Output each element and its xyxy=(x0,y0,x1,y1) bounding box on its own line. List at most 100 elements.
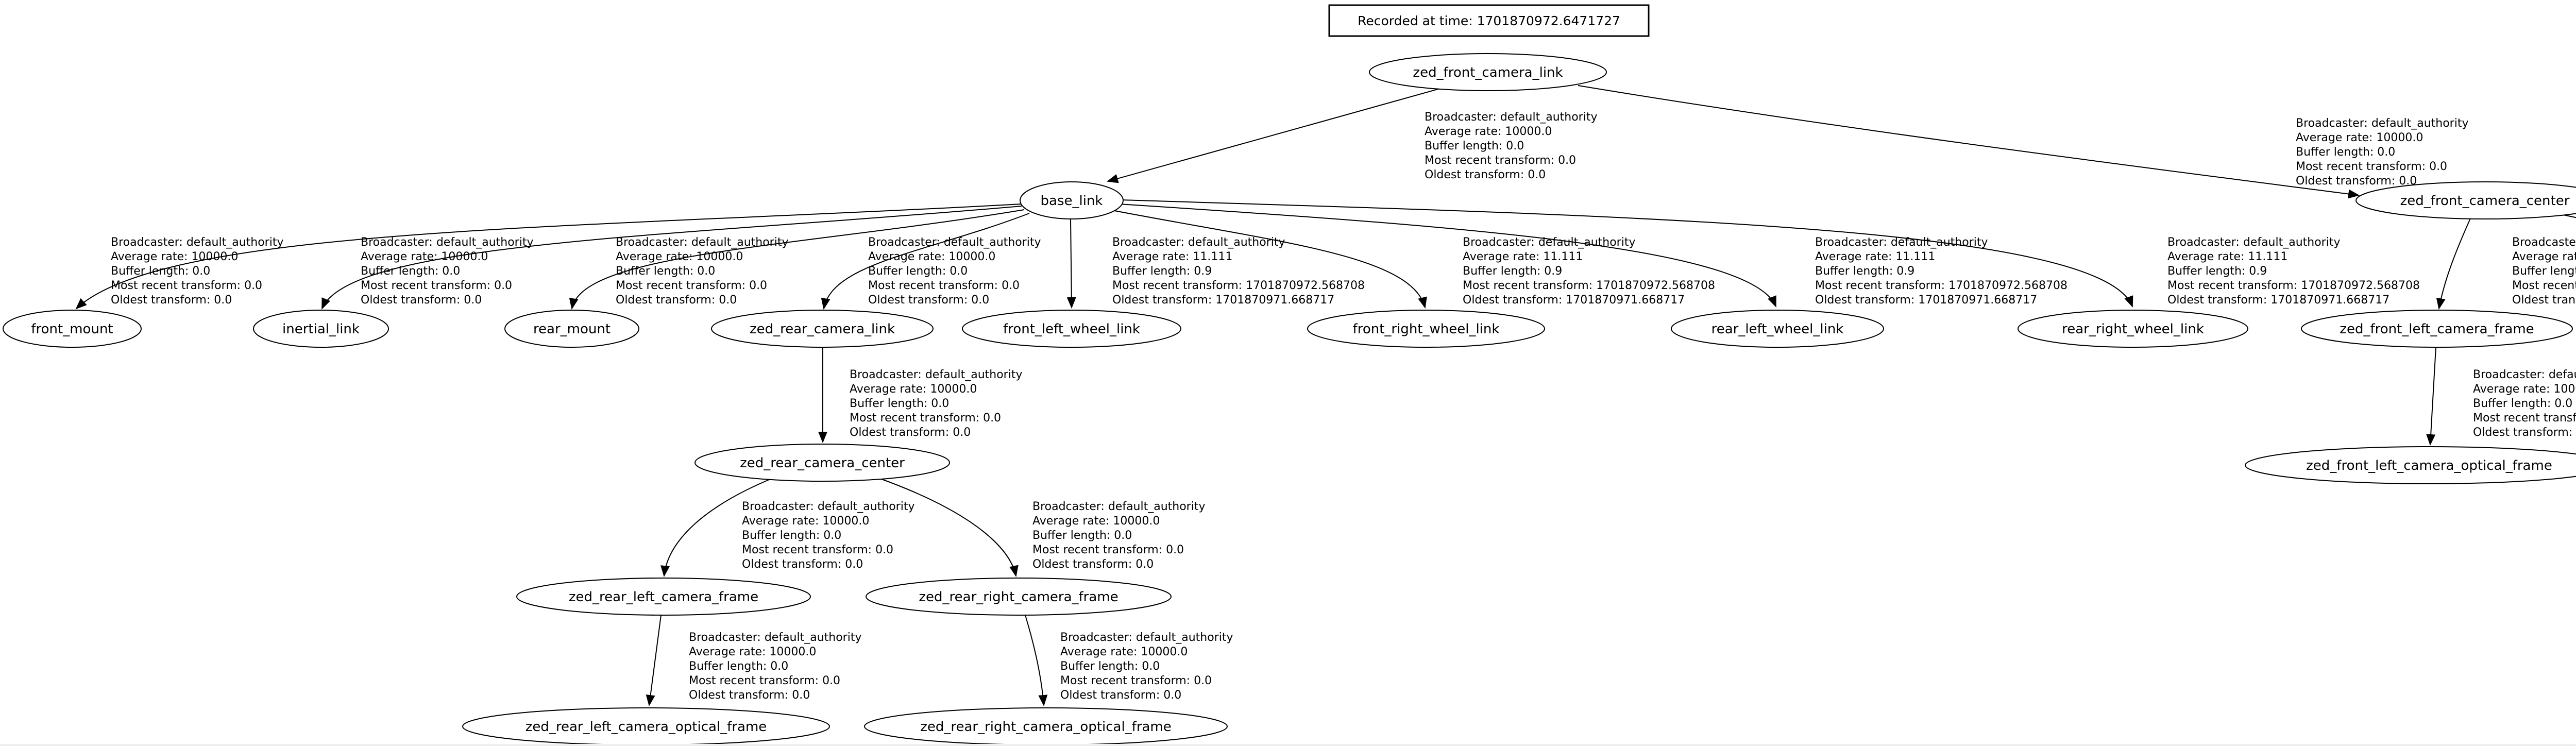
edge-stat-oldest_transform: Oldest transform: 0.0 xyxy=(1425,168,1546,181)
frame-node-zed_front_camera_link xyxy=(1369,53,1607,91)
edge-stat-most_recent_transform: Most recent transform: 1701870972.568708 xyxy=(1463,279,1715,292)
edge-stat-average_rate: Average rate: 10000.0 xyxy=(850,383,977,396)
frame-node-zed_rear_camera_center xyxy=(694,444,950,482)
frame-node-label: inertial_link xyxy=(282,321,360,337)
transform-edge-zed_rear_camera_center-to-zed_rear_right_camera_frame xyxy=(875,477,1019,577)
transform-edge-zed_front_camera_center-to-zed_front_left_camera_frame xyxy=(2436,218,2471,310)
edge-stat-buffer_length: Buffer length: 0.0 xyxy=(1032,529,1132,542)
edge-stat-average_rate: Average rate: 10000.0 xyxy=(1032,515,1160,528)
bottom-edge-strip xyxy=(0,744,2576,746)
transform-edge-base_link-to-rear_left_wheel_link xyxy=(1118,204,1776,308)
transform-edge-zed_front_left_camera_frame-to-zed_front_left_camera_optical_frame xyxy=(2426,347,2436,446)
edge-stat-buffer_length: Buffer length: 0.0 xyxy=(111,265,210,278)
edge-stat-buffer_length: Buffer length: 0.9 xyxy=(1815,265,1914,278)
edge-stat-broadcaster: Broadcaster: default_authority xyxy=(1060,631,1233,644)
transform-edge-zed_rear_camera_center-to-zed_rear_left_camera_frame xyxy=(660,478,773,577)
edge-stat-most_recent_transform: Most recent transform: 0.0 xyxy=(361,279,512,292)
edge-stat-average_rate: Average rate: 10000.0 xyxy=(2512,250,2576,263)
transform-edge-zed_rear_right_camera_frame-to-zed_rear_right_camera_optical_frame xyxy=(1025,615,1048,706)
edge-stat-broadcaster: Broadcaster: default_authority xyxy=(1112,236,1285,249)
recording-timestamp: Recorded at time: 1701870972.6471727 xyxy=(1358,13,1620,28)
edge-stat-oldest_transform: Oldest transform: 0.0 xyxy=(742,558,863,571)
transform-edge-zed_rear_left_camera_frame-to-zed_rear_left_camera_optical_frame xyxy=(646,615,662,706)
frame-node-rear_mount xyxy=(504,310,639,348)
edge-stat-broadcaster: Broadcaster: default_authority xyxy=(1425,111,1598,124)
edge-stat-average_rate: Average rate: 10000.0 xyxy=(689,646,816,658)
edge-stat-broadcaster: Broadcaster: default_authority xyxy=(1032,500,1206,513)
edge-stat-oldest_transform: Oldest transform: 0.0 xyxy=(1032,558,1154,571)
edge-stat-broadcaster: Broadcaster: default_authority xyxy=(868,236,1041,249)
edge-stat-most_recent_transform: Most recent transform: 0.0 xyxy=(111,279,262,292)
edge-stat-oldest_transform: Oldest transform: 1701870971.668717 xyxy=(1112,294,1334,307)
transform-edge-zed_front_camera_link-to-base_link xyxy=(1107,88,1440,183)
frame-node-rear_left_wheel_link xyxy=(1671,310,1884,348)
frame-node-zed_rear_left_camera_frame xyxy=(516,578,811,616)
edge-stat-broadcaster: Broadcaster: default_authority xyxy=(742,500,915,513)
edge-stat-buffer_length: Buffer length: 0.9 xyxy=(1112,265,1212,278)
frame-node-zed_front_left_camera_frame xyxy=(2301,310,2573,348)
transform-edge-base_link-to-rear_mount xyxy=(569,209,1025,310)
edge-stat-average_rate: Average rate: 10000.0 xyxy=(742,515,869,528)
edge-stat-average_rate: Average rate: 10000.0 xyxy=(111,250,238,263)
frame-node-label: zed_rear_camera_center xyxy=(740,455,905,471)
frame-node-front_left_wheel_link xyxy=(962,310,1181,348)
frame-node-label: front_right_wheel_link xyxy=(1353,321,1500,337)
frame-node-label: zed_front_camera_center xyxy=(2400,193,2570,209)
edge-stat-average_rate: Average rate: 11.111 xyxy=(2167,250,2287,263)
edge-stat-broadcaster: Broadcaster: default_authority xyxy=(616,236,789,249)
frame-node-label: rear_left_wheel_link xyxy=(1711,321,1844,337)
edge-stat-oldest_transform: Oldest transform: 0.0 xyxy=(361,294,482,307)
edge-stat-broadcaster: Broadcaster: default_authority xyxy=(689,631,862,644)
edge-stat-buffer_length: Buffer length: 0.0 xyxy=(361,265,460,278)
edge-stat-broadcaster: Broadcaster: default_authority xyxy=(2167,236,2341,249)
edge-stat-most_recent_transform: Most recent transform: 0.0 xyxy=(850,412,1001,425)
frame-node-label: zed_rear_left_camera_optical_frame xyxy=(526,719,767,735)
edge-stat-oldest_transform: Oldest transform: 0.0 xyxy=(2473,426,2576,439)
transform-edge-base_link-to-rear_right_wheel_link xyxy=(1121,199,2133,308)
transform-edge-base_link-to-front_mount xyxy=(75,204,1022,310)
edge-stat-average_rate: Average rate: 11.111 xyxy=(1815,250,1935,263)
frame-node-zed_rear_camera_link xyxy=(711,310,934,348)
transform-edge-base_link-to-front_left_wheel_link xyxy=(1066,218,1076,309)
frame-node-label: zed_rear_right_camera_frame xyxy=(919,589,1118,605)
edge-stat-buffer_length: Buffer length: 0.9 xyxy=(2167,265,2267,278)
edge-stat-oldest_transform: Oldest transform: 0.0 xyxy=(1060,689,1181,702)
edge-stat-average_rate: Average rate: 10000.0 xyxy=(868,250,995,263)
frame-node-base_link xyxy=(1020,181,1124,219)
edge-stat-oldest_transform: Oldest transform: 0.0 xyxy=(111,294,232,307)
edge-stat-buffer_length: Buffer length: 0.0 xyxy=(742,529,841,542)
title-box xyxy=(1328,4,1650,37)
edge-stat-oldest_transform: Oldest transform: 0.0 xyxy=(2296,175,2417,188)
frame-node-label: zed_front_camera_link xyxy=(1413,65,1563,80)
frame-node-label: zed_rear_camera_link xyxy=(750,321,895,337)
edge-stat-most_recent_transform: Most recent transform: 0.0 xyxy=(616,279,767,292)
edge-stat-average_rate: Average rate: 10000.0 xyxy=(1060,646,1188,658)
edge-stat-average_rate: Average rate: 10000.0 xyxy=(361,250,488,263)
edge-stat-broadcaster: Broadcaster: default_authority xyxy=(850,368,1023,381)
edge-stat-oldest_transform: Oldest transform: 0.0 xyxy=(616,294,737,307)
edge-stat-buffer_length: Buffer length: 0.0 xyxy=(689,660,788,673)
edge-stat-broadcaster: Broadcaster: default_authority xyxy=(2512,236,2576,249)
edge-stat-broadcaster: Broadcaster: default_authority xyxy=(2296,117,2469,130)
edge-stat-oldest_transform: Oldest transform: 0.0 xyxy=(850,426,971,439)
edge-stat-buffer_length: Buffer length: 0.0 xyxy=(2473,397,2572,410)
edge-stat-broadcaster: Broadcaster: default_authority xyxy=(361,236,534,249)
edge-stat-most_recent_transform: Most recent transform: 0.0 xyxy=(868,279,1020,292)
frame-node-label: zed_front_left_camera_optical_frame xyxy=(2306,458,2552,473)
frame-node-front_right_wheel_link xyxy=(1307,310,1545,348)
edge-stat-most_recent_transform: Most recent transform: 0.0 xyxy=(2296,160,2447,173)
edge-stat-average_rate: Average rate: 10000.0 xyxy=(2296,131,2423,144)
edge-stat-average_rate: Average rate: 10000.0 xyxy=(1425,125,1552,138)
edge-stat-most_recent_transform: Most recent transform: 0.0 xyxy=(2473,412,2576,425)
